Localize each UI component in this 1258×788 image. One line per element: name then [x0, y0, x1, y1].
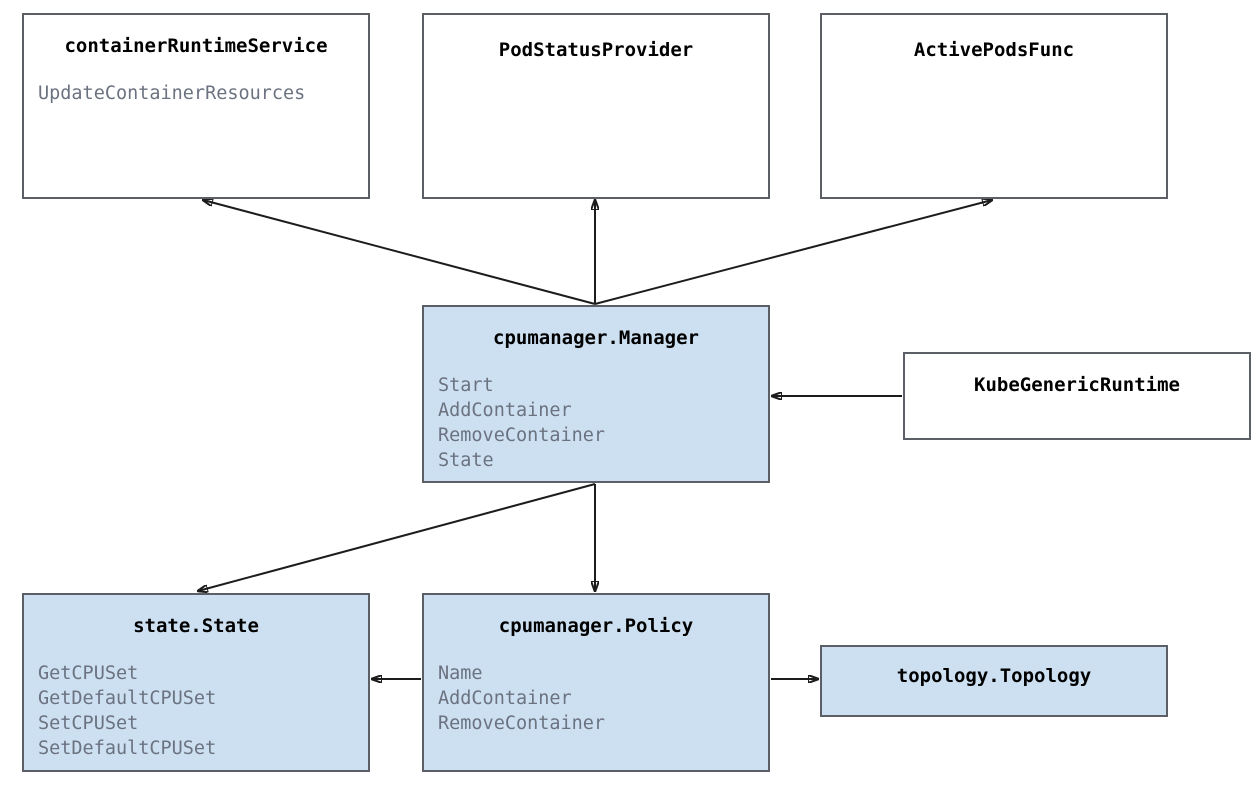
node-title: cpumanager.Manager	[493, 327, 699, 349]
node-member: SetCPUSet	[38, 713, 139, 734]
node-kube-generic-runtime[interactable]: KubeGenericRuntime	[903, 352, 1251, 440]
node-member: State	[438, 450, 494, 471]
node-member: UpdateContainerResources	[38, 83, 306, 104]
node-title: topology.Topology	[896, 665, 1092, 687]
node-members: GetCPUSet GetDefaultCPUSet SetCPUSet Set…	[24, 661, 368, 761]
node-cpumanager-policy[interactable]: cpumanager.Policy Name AddContainer Remo…	[422, 593, 770, 772]
edge-manager-to-state-state	[198, 483, 596, 591]
edge-manager-to-active-pods-func	[594, 200, 992, 305]
node-member: Name	[438, 663, 483, 684]
node-title: containerRuntimeService	[64, 35, 328, 57]
node-members: Name AddContainer RemoveContainer	[424, 661, 768, 736]
node-cpumanager-manager[interactable]: cpumanager.Manager Start AddContainer Re…	[422, 305, 770, 483]
node-title: state.State	[133, 615, 259, 637]
node-title: ActivePodsFunc	[913, 39, 1075, 61]
node-pod-status-provider[interactable]: PodStatusProvider	[422, 13, 770, 199]
node-member: GetDefaultCPUSet	[38, 688, 217, 709]
node-member: GetCPUSet	[38, 663, 139, 684]
node-title: cpumanager.Policy	[498, 615, 694, 637]
node-member: AddContainer	[438, 400, 572, 421]
node-state-state[interactable]: state.State GetCPUSet GetDefaultCPUSet S…	[22, 593, 370, 772]
node-container-runtime-service[interactable]: containerRuntimeService UpdateContainerR…	[22, 13, 370, 199]
node-members: Start AddContainer RemoveContainer State	[424, 373, 768, 473]
node-member: AddContainer	[438, 688, 572, 709]
node-member: SetDefaultCPUSet	[38, 738, 217, 759]
node-member: RemoveContainer	[438, 713, 606, 734]
node-members: UpdateContainerResources	[24, 81, 368, 106]
node-member: RemoveContainer	[438, 425, 606, 446]
node-active-pods-func[interactable]: ActivePodsFunc	[820, 13, 1168, 199]
node-topology-topology[interactable]: topology.Topology	[820, 645, 1168, 717]
node-title: PodStatusProvider	[498, 39, 694, 61]
node-title: KubeGenericRuntime	[974, 374, 1180, 396]
node-member: Start	[438, 375, 494, 396]
edge-manager-to-container-runtime-service	[203, 200, 596, 305]
